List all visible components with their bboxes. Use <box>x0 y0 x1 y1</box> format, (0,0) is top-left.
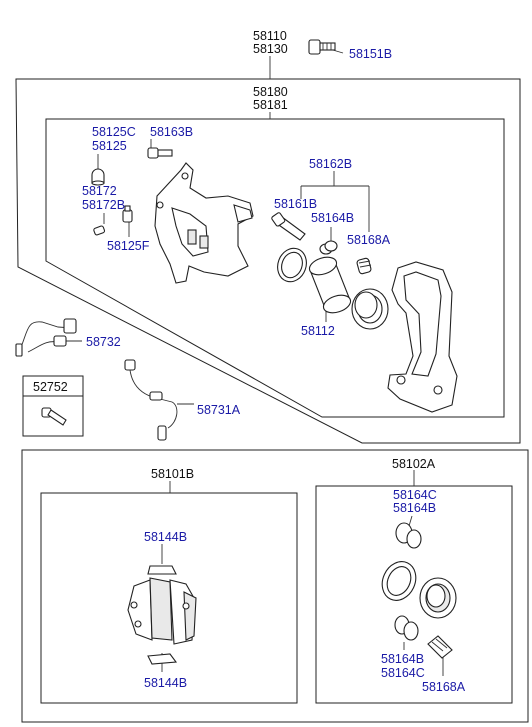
sleeve-58172 <box>93 225 106 236</box>
label-58110: 58110 <box>253 29 287 43</box>
label-58164b-low: 58164B <box>381 652 424 666</box>
boot-58164b-top <box>319 240 338 255</box>
bushing-58168a-top <box>356 257 372 275</box>
label-58163b: 58163B <box>150 125 193 139</box>
label-58112: 58112 <box>301 324 335 338</box>
label-58180: 58180 <box>253 85 288 99</box>
piston-dust-boot <box>351 288 389 330</box>
label-58164b-mid: 58164B <box>393 501 436 515</box>
frame-caliper-body <box>45 118 505 418</box>
bolt-58151b <box>308 39 336 55</box>
caliper-bracket <box>154 162 254 284</box>
bleeder-58125f <box>122 205 133 223</box>
label-58168a-top: 58168A <box>347 233 391 247</box>
caliper-housing <box>387 261 458 413</box>
brake-hose-58732 <box>15 318 77 357</box>
label-58181: 58181 <box>253 98 288 112</box>
label-58172: 58172 <box>82 184 117 198</box>
label-58161b: 58161B <box>274 197 317 211</box>
frame-pad-set <box>40 492 298 704</box>
label-58164c-low: 58164C <box>381 666 425 680</box>
label-58172b: 58172B <box>82 198 125 212</box>
label-58162b: 58162B <box>309 157 352 171</box>
brake-hose-58731a <box>124 359 178 441</box>
label-58144b-top: 58144B <box>144 530 187 544</box>
guide-pin-58161b <box>271 212 306 241</box>
label-58168a-low: 58168A <box>422 680 466 694</box>
label-58731a: 58731A <box>197 403 241 417</box>
label-58130: 58130 <box>253 42 288 56</box>
label-52752: 52752 <box>33 380 68 394</box>
frame-bolt-52752 <box>22 375 84 437</box>
label-58125: 58125 <box>92 139 127 153</box>
bolt-52752 <box>41 407 67 426</box>
guide-bolt-58163b <box>147 147 173 159</box>
frame-pad-kit <box>21 449 529 723</box>
label-58125c: 58125C <box>92 125 136 139</box>
label-58102a: 58102A <box>392 457 436 471</box>
label-58101b: 58101B <box>151 467 194 481</box>
label-58151b: 58151B <box>349 47 392 61</box>
seal-kit-parts <box>381 522 457 659</box>
label-58732: 58732 <box>86 335 121 349</box>
frame-caliper-assembly <box>15 78 521 444</box>
label-58164b-top: 58164B <box>311 211 354 225</box>
bleeder-cap-58125 <box>91 168 105 186</box>
label-58125f: 58125F <box>107 239 150 253</box>
piston-seal-ring <box>277 247 307 283</box>
label-58164c-top: 58164C <box>393 488 437 502</box>
piston-58112 <box>308 256 352 314</box>
brake-pad-set <box>127 565 197 665</box>
label-58144b-bottom: 58144B <box>144 676 187 690</box>
